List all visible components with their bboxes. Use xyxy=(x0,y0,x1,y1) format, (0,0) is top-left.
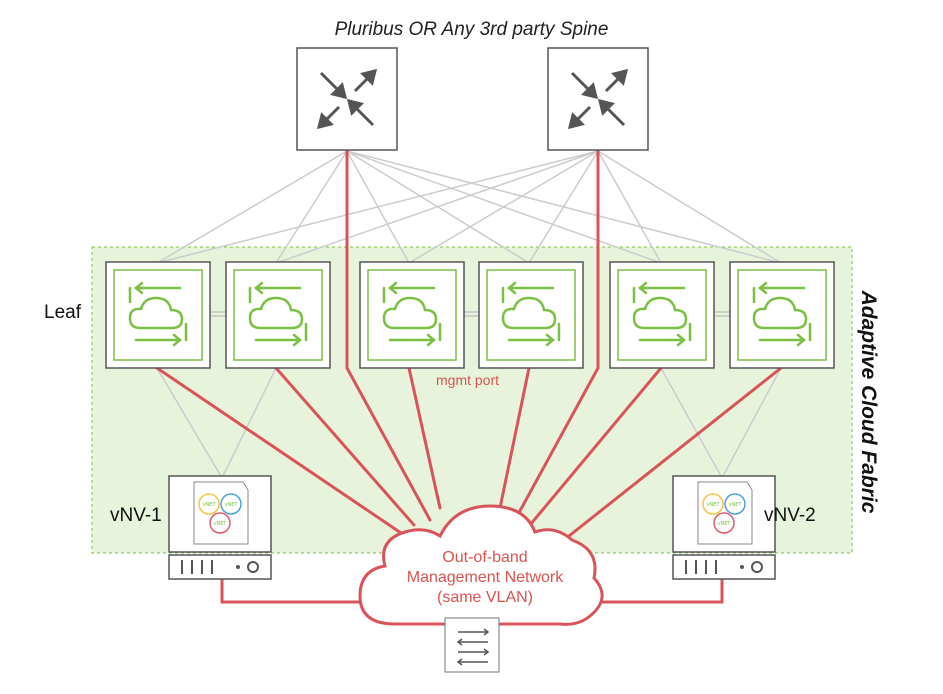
oob-switch xyxy=(444,617,500,673)
fabric-links xyxy=(156,150,782,479)
leaf-switch-1 xyxy=(104,260,212,370)
cloud-line-1: Out-of-band xyxy=(442,549,528,566)
cloud-line-3: (same VLAN) xyxy=(436,589,534,606)
leaf-switch-3 xyxy=(358,260,466,370)
leaf-switch-2 xyxy=(224,260,332,370)
vnv2-label: vNV-2 xyxy=(764,505,816,526)
leaf-switch-4 xyxy=(477,260,585,370)
svg-text:vNET: vNET xyxy=(214,521,228,527)
switch-arrows-icon xyxy=(567,68,629,130)
vnv-server-2: vNET vNET vNET xyxy=(672,475,776,580)
vnv1-label: vNV-1 xyxy=(110,505,162,526)
svg-text:vNET: vNET xyxy=(225,502,239,508)
cloud-line-2: Management Network xyxy=(406,569,564,586)
leaf-switch-5 xyxy=(608,260,716,370)
svg-text:vNET: vNET xyxy=(718,521,732,527)
leaf-label: Leaf xyxy=(44,302,81,323)
switch-arrows-icon xyxy=(316,68,378,130)
spine-switch-1 xyxy=(296,47,398,151)
mgmt-port-label: mgmt port xyxy=(436,372,500,388)
cloud-label: Out-of-band Management Network (same VLA… xyxy=(380,548,590,608)
spine-title: Pluribus OR Any 3rd party Spine xyxy=(334,19,609,40)
vnet-cluster-icon: vNET vNET vNET xyxy=(697,481,753,545)
leaf-switch-6 xyxy=(728,260,836,370)
oob-switch-icon xyxy=(456,628,490,666)
svg-text:vNET: vNET xyxy=(203,502,217,508)
svg-text:vNET: vNET xyxy=(729,502,743,508)
mgmt-network-cloud xyxy=(358,504,604,626)
svg-text:vNET: vNET xyxy=(707,502,721,508)
vnet-cluster-icon: vNET vNET vNET xyxy=(193,481,249,545)
leaf-pair-links xyxy=(211,311,732,317)
spine-switch-2 xyxy=(547,47,649,151)
mgmt-links xyxy=(155,149,783,604)
vnv-server-1: vNET vNET vNET xyxy=(168,475,272,580)
fabric-label-text: Adaptive Cloud Fabric xyxy=(857,290,880,514)
